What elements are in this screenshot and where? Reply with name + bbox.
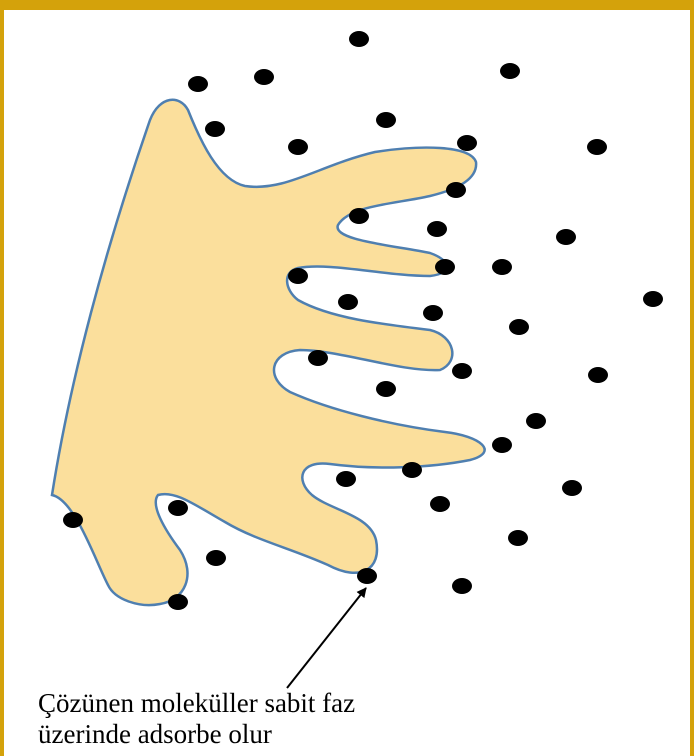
molecule [349, 208, 369, 224]
molecule [288, 268, 308, 284]
molecule [254, 69, 274, 85]
molecule [509, 319, 529, 335]
molecule [500, 63, 520, 79]
caption-line-1: Çözünen moleküller sabit faz [38, 688, 658, 719]
molecule [446, 182, 466, 198]
molecule [402, 462, 422, 478]
molecule [430, 496, 450, 512]
molecule [423, 305, 443, 321]
molecule [168, 594, 188, 610]
caption-line-2: üzerinde adsorbe olur [38, 719, 658, 750]
molecule [206, 550, 226, 566]
molecule [588, 367, 608, 383]
molecule [492, 437, 512, 453]
molecule [288, 139, 308, 155]
molecule [492, 259, 512, 275]
molecule [338, 294, 358, 310]
molecule [556, 229, 576, 245]
stationary-phase-particle [52, 100, 485, 605]
molecule [63, 512, 83, 528]
caption: Çözünen moleküller sabit faz üzerinde ad… [38, 688, 658, 750]
molecule [457, 135, 477, 151]
molecule [336, 471, 356, 487]
molecule [427, 221, 447, 237]
molecule [562, 480, 582, 496]
molecule [435, 259, 455, 275]
molecule [188, 76, 208, 92]
molecule [452, 578, 472, 594]
molecule [508, 530, 528, 546]
molecule [526, 413, 546, 429]
molecule [205, 121, 225, 137]
molecule [308, 350, 328, 366]
molecule [357, 568, 377, 584]
molecule [643, 291, 663, 307]
molecule [587, 139, 607, 155]
molecule [376, 381, 396, 397]
molecule [452, 363, 472, 379]
annotation-arrow [287, 588, 366, 688]
molecule [376, 112, 396, 128]
molecule [349, 31, 369, 47]
molecule [168, 500, 188, 516]
